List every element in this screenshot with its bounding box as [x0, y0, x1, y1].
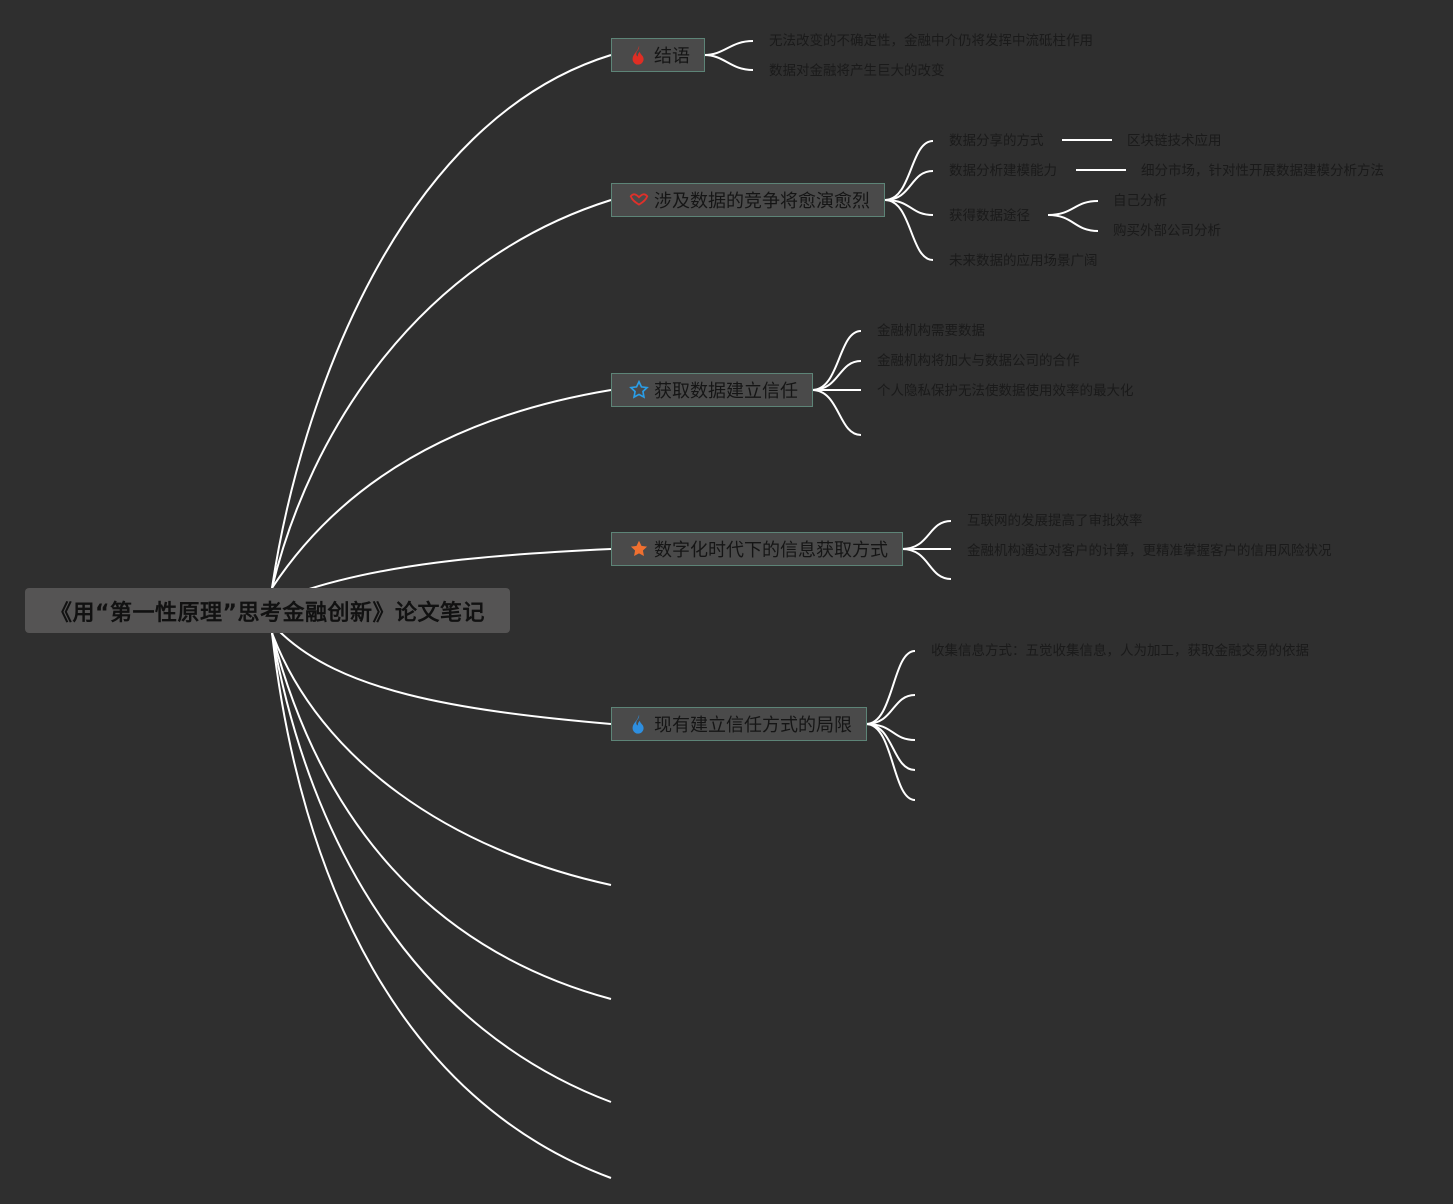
topic-label: 涉及数据的竞争将愈演愈烈	[654, 191, 870, 212]
list-item[interactable]: 获得数据途径	[949, 208, 1030, 224]
list-item[interactable]: 数据分析建模能力	[949, 163, 1057, 179]
list-item[interactable]: 数据对金融将产生巨大的改变	[769, 63, 945, 79]
fire-icon	[628, 44, 650, 66]
topic-label: 结语	[654, 46, 690, 67]
list-item[interactable]: 自己分析	[1113, 193, 1167, 209]
topic-label: 获取数据建立信任	[654, 381, 798, 402]
root-topic[interactable]: 《用“第一性原理”思考金融创新》论文笔记	[25, 588, 510, 633]
topic-label: 现有建立信任方式的局限	[654, 715, 852, 736]
list-item[interactable]: 细分市场，针对性开展数据建模分析方法	[1141, 163, 1384, 179]
list-item[interactable]: 互联网的发展提高了审批效率	[967, 513, 1143, 529]
topic-conclusion[interactable]: 结语	[611, 38, 705, 72]
root-title: 《用“第一性原理”思考金融创新》论文笔记	[50, 600, 485, 626]
list-item[interactable]: 无法改变的不确定性，金融中介仍将发挥中流砥柱作用	[769, 33, 1093, 49]
list-item[interactable]: 个人隐私保护无法使数据使用效率的最大化	[877, 383, 1134, 399]
list-item[interactable]: 收集信息方式：五觉收集信息，人为加工，获取金融交易的依据	[931, 643, 1309, 659]
list-item[interactable]: 购买外部公司分析	[1113, 223, 1221, 239]
star-icon	[628, 538, 650, 560]
list-item[interactable]: 数据分享的方式	[949, 133, 1044, 149]
topic-digital-era[interactable]: 数字化时代下的信息获取方式	[611, 532, 903, 566]
star-outline-icon	[628, 379, 650, 401]
topic-trust-limits[interactable]: 现有建立信任方式的局限	[611, 707, 867, 741]
list-item[interactable]: 金融机构需要数据	[877, 323, 985, 339]
list-item[interactable]: 金融机构将加大与数据公司的合作	[877, 353, 1080, 369]
list-item[interactable]: 区块链技术应用	[1127, 133, 1222, 149]
topic-label: 数字化时代下的信息获取方式	[654, 540, 888, 561]
list-item[interactable]: 金融机构通过对客户的计算，更精准掌握客户的信用风险状况	[967, 543, 1332, 559]
list-item[interactable]: 未来数据的应用场景广阔	[949, 253, 1098, 269]
heart-icon	[628, 189, 650, 211]
flame-icon	[628, 713, 650, 735]
topic-data-competition[interactable]: 涉及数据的竞争将愈演愈烈	[611, 183, 885, 217]
topic-trust-building[interactable]: 获取数据建立信任	[611, 373, 813, 407]
